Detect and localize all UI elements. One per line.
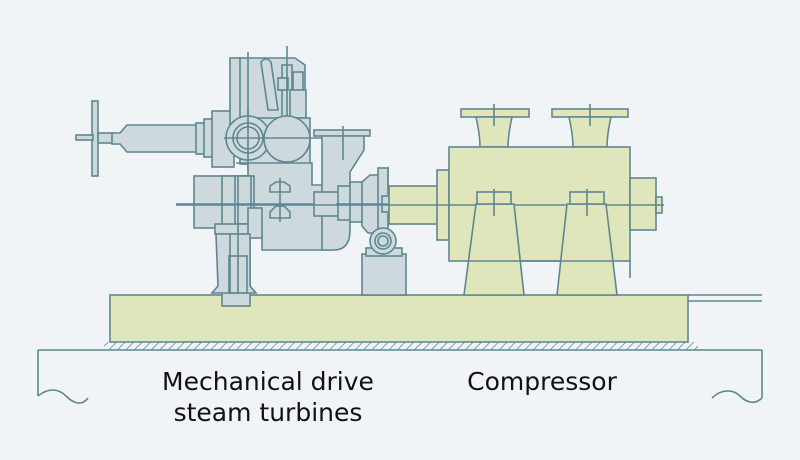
compressor-pedestal (556, 203, 618, 296)
compressor (176, 104, 664, 296)
governor-valve-stem (111, 124, 199, 153)
turbine-label-line1: Mechanical drive (162, 367, 374, 396)
bearing-pedestal (361, 253, 407, 296)
steam-turbine (75, 46, 407, 307)
compressor-label: Compressor (467, 367, 617, 396)
turbine-label-line2: steam turbines (173, 398, 363, 427)
turbine-label: Mechanical drive steam turbines (150, 366, 386, 428)
baseplate-extension (688, 294, 762, 302)
grout-hatch (104, 342, 698, 350)
baseplate (109, 294, 689, 343)
ground-foundation (37, 342, 763, 404)
